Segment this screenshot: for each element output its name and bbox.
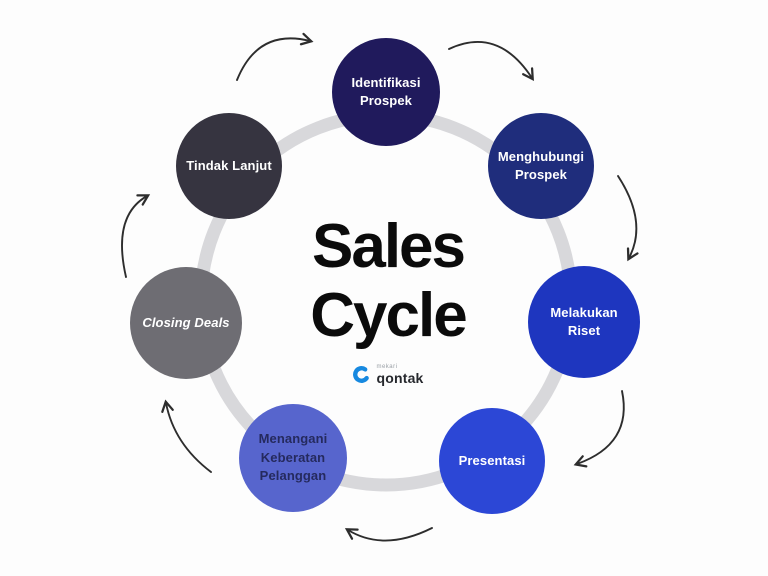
- step-label: Menangani Keberatan Pelanggan: [258, 431, 328, 484]
- step-label: Melakukan Riset: [550, 304, 618, 338]
- step-closing-deals: Closing Deals: [130, 267, 242, 379]
- brand-logo-text: mekari qontak: [376, 364, 423, 385]
- arrow-melakukan-to-presentasi: [573, 390, 625, 468]
- step-label: Identifikasi Prospek: [351, 74, 421, 108]
- step-melakukan-riset: Melakukan Riset: [528, 266, 640, 378]
- brand-name-main: qontak: [376, 370, 424, 386]
- step-label: Closing Deals: [142, 314, 230, 330]
- arrow-tindak-to-identifikasi: [236, 32, 314, 81]
- step-tindak-lanjut: Tindak Lanjut: [176, 113, 282, 219]
- step-menangani-keberatan-pelanggan: Menangani Keberatan Pelanggan: [239, 404, 347, 512]
- diagram-title: Sales Cycle: [310, 212, 467, 351]
- brand-name-small: mekari: [376, 364, 398, 370]
- step-presentasi: Presentasi: [439, 408, 545, 514]
- arrow-presentasi-to-menangani: [344, 527, 433, 542]
- arrow-closing-to-tindak: [121, 194, 151, 278]
- step-menghubungi-prospek: Menghubungi Prospek: [488, 113, 594, 219]
- qontak-q-icon: [352, 365, 371, 384]
- arrow-identifikasi-to-menghubungi: [448, 41, 534, 82]
- step-identifikasi-prospek: Identifikasi Prospek: [332, 38, 440, 146]
- arrow-menghubungi-to-melakukan: [617, 175, 639, 262]
- arrow-menangani-to-closing: [161, 399, 212, 473]
- step-label: Menghubungi Prospek: [497, 148, 585, 182]
- step-label: Presentasi: [458, 452, 526, 468]
- step-label: Tindak Lanjut: [186, 157, 272, 173]
- brand-logo: mekari qontak: [308, 364, 468, 385]
